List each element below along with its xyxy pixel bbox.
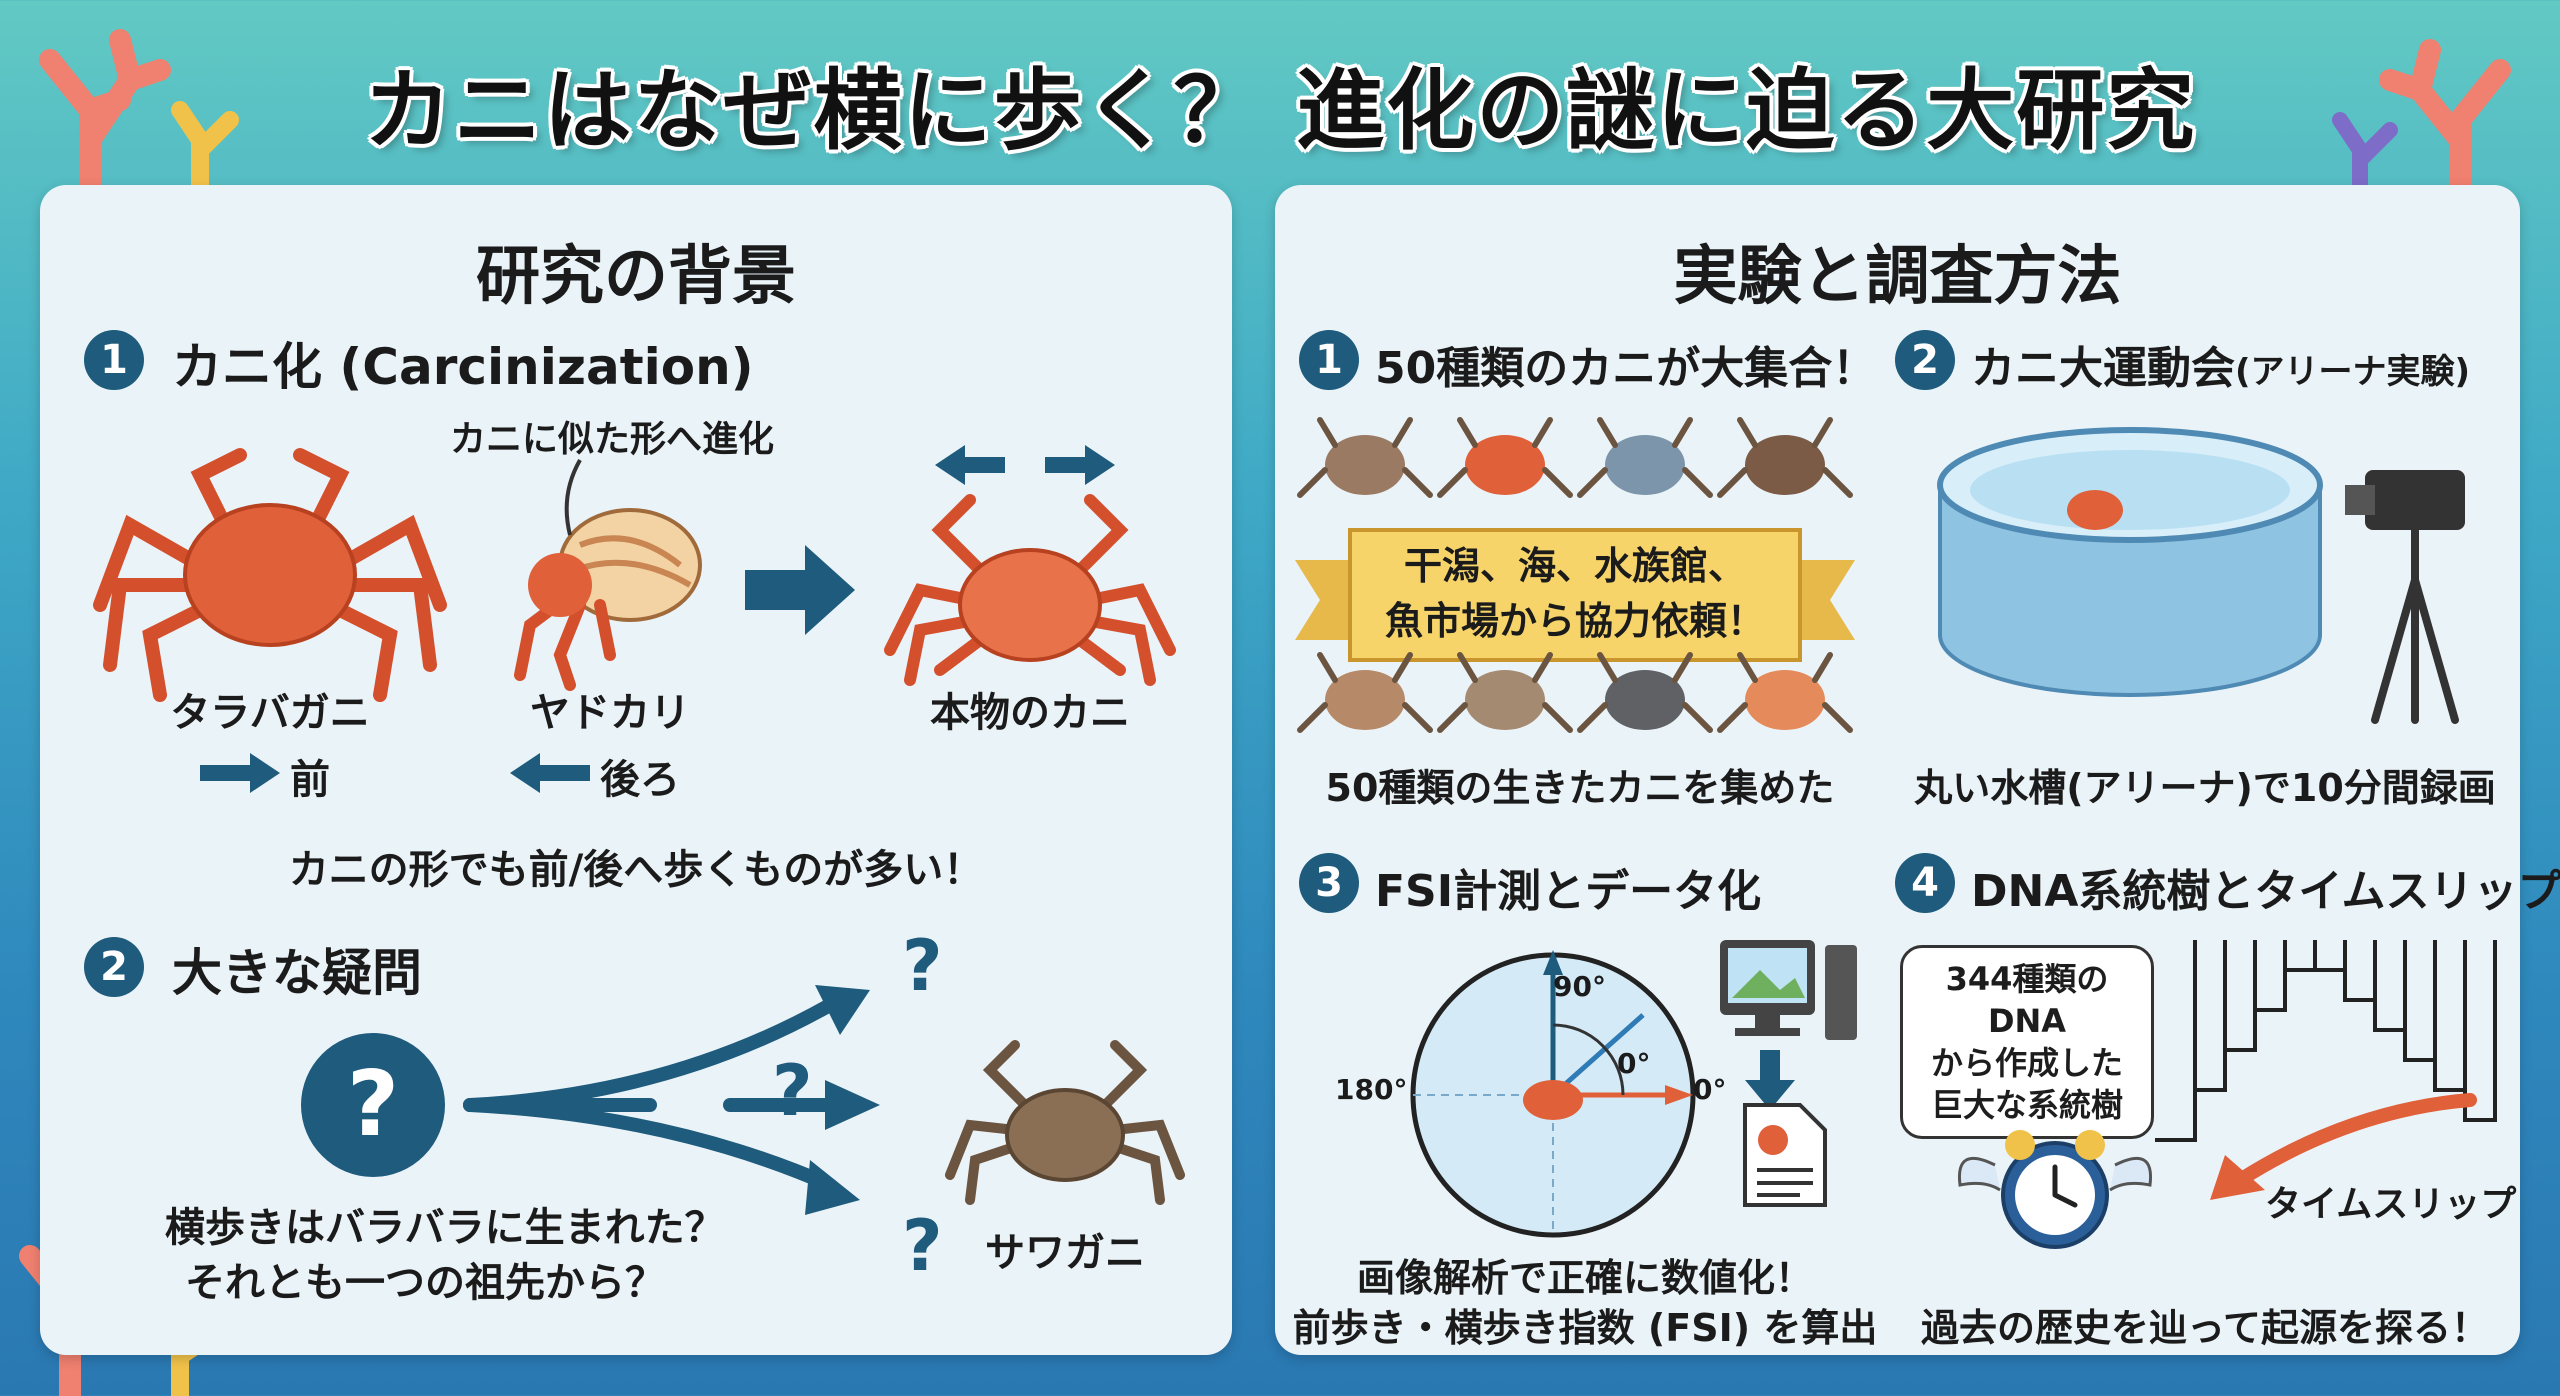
question-mark-bottom: ?: [902, 1205, 943, 1287]
angle-0-inner-label: 0°: [1617, 1047, 1651, 1080]
section1-title: カニ化 (Carcinization): [172, 338, 754, 396]
branching-arrows: [463, 985, 880, 1215]
coral-decoration-top-left: [39, 29, 239, 211]
section1-note: カニの形でも前/後へ歩くものが多い！: [288, 847, 984, 893]
question-mark-top: ?: [902, 925, 943, 1007]
step2-title-main: カニ大運動会: [1971, 343, 2235, 394]
coral-decoration-top-right: [2332, 39, 2511, 211]
forward-arrow-icon: [200, 753, 280, 793]
angle-90-label: 90°: [1553, 970, 1606, 1003]
crab-collection-top-row: [1297, 417, 1853, 498]
sideways-arrows-icon: [935, 445, 1115, 485]
methods-panel-heading: 実験と調査方法: [1673, 240, 2122, 314]
step4-caption: 過去の歴史を辿って起源を探る！: [1920, 1306, 2490, 1350]
angle-0-outer-label: 0°: [1693, 1073, 1727, 1106]
step2-caption: 丸い水槽(アリーナ)で10分間録画: [1914, 766, 2496, 810]
step4-title: DNA系統樹とタイムスリップ: [1971, 866, 2560, 917]
question-mark-middle: ?: [772, 1050, 813, 1132]
question-circle-icon: ?: [301, 1033, 445, 1177]
step2-title: カニ大運動会(アリーナ実験): [1971, 332, 2470, 396]
bubble-line-3: 巨大な系統樹: [1930, 1086, 2123, 1124]
document-icon: [1743, 1103, 1827, 1207]
step2-title-sub: (アリーナ実験): [2235, 352, 2471, 392]
section2-title: 大きな疑問: [172, 944, 422, 1002]
background-panel: 研究の背景 1 カニ化 (Carcinization) タラバガニ ヤドカリ カ…: [40, 185, 1232, 1355]
timeslip-arrow: [2210, 1093, 2477, 1200]
step1-caption: 50種類の生きたカニを集めた: [1325, 766, 1835, 810]
methods-panel: 実験と調査方法 1 50種類のカニが大集合！ 干潟、海、水族館、 魚市場から協力…: [1275, 185, 2560, 1355]
sawagani-crab-illustration: [945, 1040, 1185, 1205]
step1-number-badge: 1: [1299, 330, 1359, 390]
banner-line-1: 干潟、海、水族館、: [1403, 544, 1746, 588]
crab-collection-bottom-row: [1297, 652, 1853, 733]
question-line-1: 横歩きはバラバラに生まれた？: [165, 1205, 725, 1251]
timeslip-label: タイムスリップ: [2265, 1184, 2517, 1225]
computer-icon: [1720, 940, 1857, 1040]
step3-caption-line-2: 前歩き・横歩き指数 (FSI) を算出: [1292, 1306, 1878, 1350]
forward-label: 前: [290, 757, 330, 803]
true-crab-illustration: [884, 494, 1176, 686]
king-crab-illustration: [93, 448, 447, 702]
evolution-callout: カニに似た形へ進化: [450, 419, 775, 460]
step1-title: 50種類のカニが大集合！: [1375, 343, 1877, 394]
banner-line-2: 魚市場から協力依頼！: [1384, 599, 1765, 643]
step3-title: FSI計測とデータ化: [1375, 866, 1762, 917]
step3-number-badge: 3: [1299, 853, 1359, 913]
king-crab-label: タラバガニ: [170, 690, 370, 736]
step3-caption-line-1: 画像解析で正確に数値化！: [1356, 1256, 1813, 1300]
video-camera-illustration: [2345, 470, 2465, 724]
callout-pointer: [564, 459, 582, 536]
bubble-line-2: から作成した: [1930, 1044, 2123, 1082]
backward-label: 後ろ: [600, 757, 680, 803]
fsi-angle-diagram: [1410, 950, 1696, 1238]
svg-text:?: ?: [347, 1052, 399, 1157]
ribbon-banner: [1295, 528, 1855, 662]
dna-info-bubble: 344種類のDNA から作成した 巨大な系統樹: [1900, 945, 2154, 1139]
section1-number-badge: 1: [84, 330, 144, 390]
sawagani-label: サワガニ: [985, 1230, 1145, 1276]
true-crab-label: 本物のカニ: [930, 690, 1130, 736]
hermit-crab-illustration: [514, 508, 702, 691]
arena-tank-illustration: [1937, 427, 2323, 697]
background-panel-heading: 研究の背景: [476, 240, 796, 314]
step4-number-badge: 4: [1895, 853, 1955, 913]
question-line-2: それとも一つの祖先から？: [185, 1260, 665, 1306]
step2-number-badge: 2: [1895, 330, 1955, 390]
phylogenetic-tree: [2155, 940, 2497, 1142]
bubble-line-1: 344種類のDNA: [1945, 960, 2109, 1040]
alarm-clock-icon: [1957, 1130, 2153, 1249]
backward-arrow-icon: [510, 753, 590, 793]
down-arrow-icon: [1745, 1050, 1795, 1110]
angle-180-label: 180°: [1335, 1073, 1408, 1106]
section2-number-badge: 2: [84, 937, 144, 997]
hermit-crab-label: ヤドカリ: [530, 690, 690, 736]
evolution-arrow: [745, 545, 855, 635]
page-title: カニはなぜ横に歩く？ 進化の謎に迫る大研究: [363, 59, 2197, 162]
